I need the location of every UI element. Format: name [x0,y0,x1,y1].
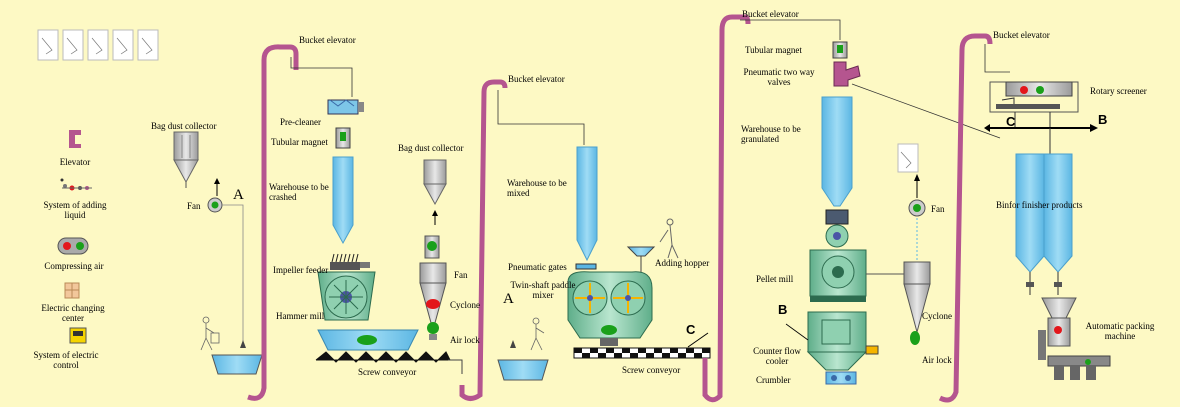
legend-electric-changing-label: Electric changing center [41,303,105,323]
impeller-feeder [330,253,370,270]
marker-b-1: B [778,302,788,317]
automatic-packing-machine [1038,297,1111,380]
cyclone-1 [419,262,447,340]
screw-conveyor-2 [573,332,711,359]
warehouse-mixed-label: Warehouse to be mixed [507,178,567,198]
binfor-finisher-label: Binfor finisher products [996,200,1083,210]
marker-a-2: A [503,291,514,307]
rotary-screener-label: Rotary screener [1090,86,1147,96]
twin-shaft-paddle-mixer [567,271,653,346]
bucket-elevator-2-label: Bucket elevator [508,74,565,84]
crumbler [825,371,857,385]
intake-hopper-2 [497,359,549,381]
pneumatic-valves-label: Pneumatic two way valves [743,67,815,87]
hammer-mill-label: Hammer mill [276,311,325,321]
warehouse-mixed [576,146,598,262]
legend-thumbnails [37,29,159,61]
fan-1 [207,178,244,345]
bucket-elevator-1-label: Bucket elevator [299,35,356,45]
tubular-magnet-1-label: Tubular magnet [271,137,328,147]
fan-1-label: Fan [187,201,201,211]
elevator-icon [69,130,81,148]
impeller-feeder-label: Impeller feeder [273,265,329,275]
pneumatic-gates-label: Pneumatic gates [508,262,567,272]
fan-3-label: Fan [931,204,945,214]
packing-machine-label: Automatic packing machine [1085,321,1155,341]
legend-liquid-label: System of adding liquid [43,200,107,220]
bag-dust-collector-2-label: Bag dust collector [398,143,464,153]
bucket-elevator-1 [247,44,299,401]
legend-electric-control-label: System of electric control [33,350,99,370]
marker-c-1: C [686,322,696,337]
bag-dust-collector-1 [173,131,199,188]
binfor-finisher-bins [1015,153,1073,295]
adding-hopper-label: Adding hopper [655,258,710,268]
legend-elevator-label: Elevator [59,157,91,167]
electric-center-icon [64,282,80,299]
operator-figure-1 [200,316,220,351]
fan-2-label: Fan [454,270,468,280]
intake-hopper-1 [211,354,263,375]
counter-flow-cooler [806,311,879,371]
legend-compressing-label: Compressing air [44,261,104,271]
bucket-elevator-4-label: Bucket elevator [993,30,1050,40]
pellet-mill-label: Pellet mill [756,274,794,284]
air-lock-2-label: Air lock [922,355,952,365]
pneumatic-two-way-valves [833,61,861,87]
warehouse-crashed [332,156,354,245]
bucket-elevator-2 [459,79,508,401]
adding-hopper [626,218,679,272]
air-lock-1-label: Air lock [450,335,480,345]
pre-cleaner [327,99,364,115]
screw-conveyor-1-label: Screw conveyor [358,367,417,377]
bag-dust-collector-2 [423,159,447,225]
screw-conveyor-1 [315,329,463,374]
cyclone-2-label: Cyclone [922,311,952,321]
hammer-mill [317,271,376,321]
bucket-elevator-4 [938,33,993,403]
marker-b-2: B [1098,112,1108,127]
cyclone-2 [866,261,931,345]
warehouse-granulated-label: Warehouse to be granulated [741,124,801,144]
fan-2 [424,235,440,259]
bag-dust-collector-1-label: Bag dust collector [151,121,217,131]
screw-conveyor-2-label: Screw conveyor [622,365,681,375]
crumbler-label: Crumbler [756,375,791,385]
control-panel-icon [69,327,87,344]
warehouse-crashed-label: Warehouse to be crashed [269,182,329,202]
pneumatic-gate [575,263,597,270]
bucket-elevator-3-label: Bucket elevator [742,9,799,19]
tubular-magnet-2 [832,41,848,59]
paddle-mixer-label: Twin-shaft paddle mixer [510,280,576,300]
pre-cleaner-label: Pre-cleaner [280,117,321,127]
fan-3 [897,143,926,262]
bucket-elevator-3 [702,14,751,403]
compressor-icon [57,237,89,255]
counter-flow-cooler-label: Counter flow cooler [753,346,801,366]
marker-c-2: C [1006,114,1016,129]
tubular-magnet-2-label: Tubular magnet [745,45,802,55]
warehouse-granulated [821,96,853,207]
cyclone-1-label: Cyclone [450,300,480,310]
operator-figure-2 [530,317,545,351]
pellet-mill [809,209,867,302]
liquid-system-icon [60,178,92,191]
marker-a-1: A [233,187,244,203]
rotary-screener [989,81,1079,113]
tubular-magnet-1 [335,127,351,149]
